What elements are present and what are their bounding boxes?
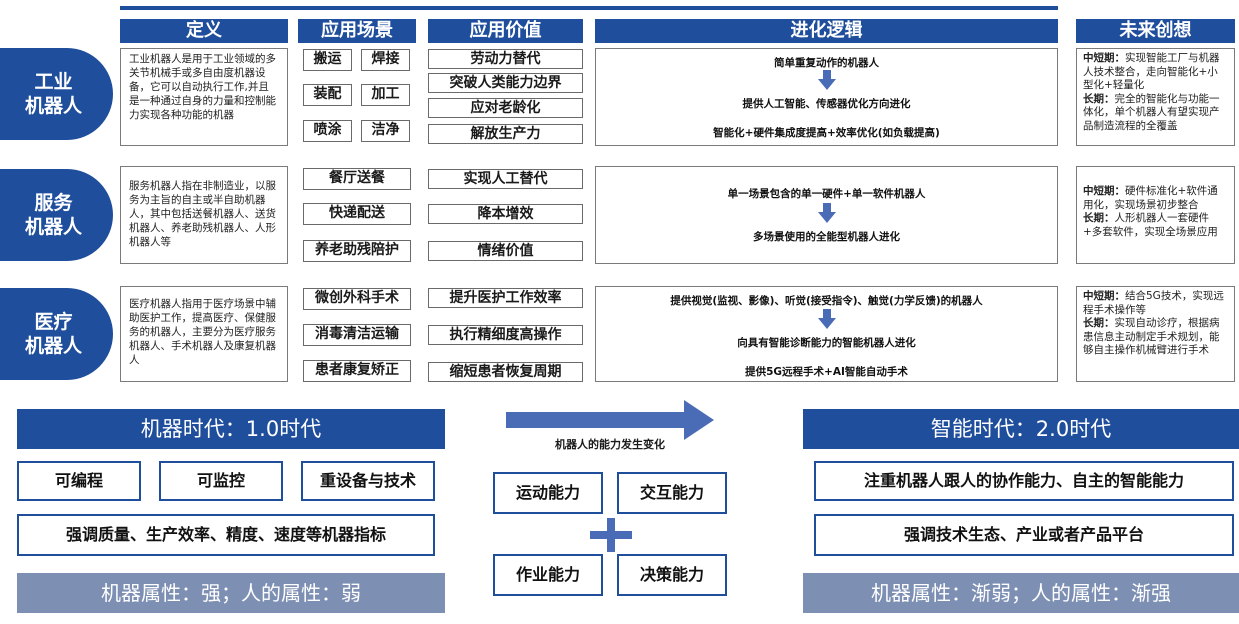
evolution-step: 多场景使用的全能型机器人进化 bbox=[753, 231, 900, 243]
short-term-label: 中短期： bbox=[1083, 52, 1125, 64]
down-arrow-icon bbox=[818, 70, 836, 90]
ability-box: 决策能力 bbox=[617, 554, 727, 596]
long-term-text: 人形机器人一套硬件+多套软件，实现全场景应用 bbox=[1083, 212, 1218, 238]
category-medical: 医疗 机器人 bbox=[0, 288, 113, 380]
value-cell: 情绪价值 bbox=[428, 241, 583, 261]
future-industrial: 中短期：实现智能工厂与机器人技术整合，走向智能化+小型化+轻量化 长期：完全的智… bbox=[1076, 48, 1235, 146]
down-arrow-icon bbox=[818, 309, 836, 329]
header-definition: 定义 bbox=[120, 19, 288, 43]
header-evolution: 进化逻辑 bbox=[595, 19, 1058, 43]
value-cell: 缩短患者恢复周期 bbox=[428, 362, 583, 382]
header-future: 未来创想 bbox=[1076, 19, 1235, 43]
category-industrial-label: 工业 机器人 bbox=[24, 71, 82, 117]
evolution-step: 提供人工智能、传感器优化方向进化 bbox=[742, 98, 911, 110]
header-value: 应用价值 bbox=[428, 19, 583, 43]
long-term-text: 实现自动诊疗，根据病患信息主动制定手术规划，能够自主操作机械臂进行手术 bbox=[1083, 317, 1220, 356]
era2-point: 注重机器人跟人的协作能力、自主的智能能力 bbox=[814, 461, 1234, 501]
short-term-label: 中短期： bbox=[1083, 185, 1125, 197]
ability-box: 运动能力 bbox=[493, 472, 603, 514]
scenario-cell: 加工 bbox=[361, 84, 410, 106]
future-medical: 中短期：结合5G技术，实现远程手术操作等 长期：实现自动诊疗，根据病患信息主动制… bbox=[1076, 286, 1235, 382]
scenario-cell: 快递配送 bbox=[303, 203, 411, 225]
top-rule bbox=[120, 6, 1058, 10]
evolution-step: 智能化+硬件集成度提高+效率优化(如负载提高) bbox=[713, 127, 940, 139]
category-industrial: 工业 机器人 bbox=[0, 48, 113, 140]
era1-feature: 可监控 bbox=[159, 461, 283, 501]
evolution-step: 简单重复动作的机器人 bbox=[774, 57, 879, 69]
plus-icon bbox=[590, 518, 632, 552]
change-label: 机器人的能力发生变化 bbox=[555, 438, 665, 451]
ability-box: 作业能力 bbox=[493, 554, 603, 596]
evolution-step: 提供5G远程手术+AI智能自动手术 bbox=[745, 366, 908, 378]
short-term-text: 实现智能工厂与机器人技术整合，走向智能化+小型化+轻量化 bbox=[1083, 52, 1220, 91]
long-term-text: 完全的智能化与功能一体化，单个机器人有望实现产品制造流程的全覆盖 bbox=[1083, 92, 1220, 132]
long-term-label: 长期： bbox=[1083, 92, 1115, 105]
short-term-text: 硬件标准化+软件通用化，实现场景初步整合 bbox=[1083, 185, 1218, 211]
scenario-cell: 搬运 bbox=[303, 49, 352, 71]
future-service: 中短期：硬件标准化+软件通用化，实现场景初步整合 长期：人形机器人一套硬件+多套… bbox=[1076, 166, 1235, 264]
era1-banner: 机器时代：1.0时代 bbox=[17, 409, 445, 449]
scenario-cell: 微创外科手术 bbox=[303, 288, 411, 310]
value-cell: 应对老龄化 bbox=[428, 98, 583, 118]
value-cell: 解放生产力 bbox=[428, 124, 583, 144]
scenario-cell: 焊接 bbox=[361, 49, 410, 71]
era2-banner: 智能时代：2.0时代 bbox=[803, 409, 1239, 449]
scenario-cell: 消毒清洁运输 bbox=[303, 324, 411, 346]
era1-feature: 可编程 bbox=[17, 461, 141, 501]
definition-industrial: 工业机器人是用于工业领域的多关节机械手或多自由度机器设备，它可以自动执行工作,并… bbox=[120, 48, 288, 146]
evolution-step: 提供视觉(监视、影像)、听觉(接受指令)、触觉(力学反馈)的机器人 bbox=[670, 295, 983, 307]
evolution-medical: 提供视觉(监视、影像)、听觉(接受指令)、触觉(力学反馈)的机器人 向具有智能诊… bbox=[595, 286, 1058, 382]
era2-point: 强调技术生态、产业或者产品平台 bbox=[814, 514, 1234, 556]
long-term-label: 长期： bbox=[1083, 212, 1115, 224]
evolution-step: 单一场景包含的单一硬件+单一软件机器人 bbox=[727, 188, 926, 200]
value-cell: 劳动力替代 bbox=[428, 49, 583, 69]
evolution-industrial: 简单重复动作的机器人 提供人工智能、传感器优化方向进化 智能化+硬件集成度提高+… bbox=[595, 48, 1058, 146]
scenario-cell: 洁净 bbox=[361, 120, 410, 142]
scenario-cell: 餐厅送餐 bbox=[303, 168, 411, 190]
ability-box: 交互能力 bbox=[617, 472, 727, 514]
long-term-label: 长期： bbox=[1083, 317, 1115, 329]
header-scenarios: 应用场景 bbox=[298, 19, 416, 43]
era1-metric: 强调质量、生产效率、精度、速度等机器指标 bbox=[17, 514, 435, 556]
scenario-cell: 养老助残陪护 bbox=[303, 240, 411, 262]
era2-attribute: 机器属性：渐弱；人的属性：渐强 bbox=[803, 573, 1239, 613]
scenario-cell: 患者康复矫正 bbox=[303, 360, 411, 382]
value-cell: 突破人类能力边界 bbox=[428, 73, 583, 93]
value-cell: 执行精细度高操作 bbox=[428, 325, 583, 345]
definition-service: 服务机器人指在非制造业，以服务为主旨的自主或半自助机器人，其中包括送餐机器人、送… bbox=[120, 166, 288, 264]
value-cell: 提升医护工作效率 bbox=[428, 288, 583, 308]
scenario-cell: 喷涂 bbox=[303, 120, 352, 142]
category-service: 服务 机器人 bbox=[0, 169, 113, 261]
value-cell: 降本增效 bbox=[428, 204, 583, 224]
category-medical-label: 医疗 机器人 bbox=[24, 311, 82, 357]
evolution-step: 向具有智能诊断能力的智能机器人进化 bbox=[737, 337, 916, 349]
era1-feature: 重设备与技术 bbox=[301, 461, 435, 501]
evolution-service: 单一场景包含的单一硬件+单一软件机器人 多场景使用的全能型机器人进化 bbox=[595, 166, 1058, 264]
scenario-cell: 装配 bbox=[303, 84, 352, 106]
short-term-label: 中短期： bbox=[1083, 290, 1125, 302]
category-service-label: 服务 机器人 bbox=[24, 192, 82, 238]
right-arrow-icon bbox=[506, 400, 714, 440]
down-arrow-icon bbox=[818, 203, 836, 223]
value-cell: 实现人工替代 bbox=[428, 169, 583, 189]
short-term-text: 结合5G技术，实现远程手术操作等 bbox=[1083, 290, 1224, 316]
era1-attribute: 机器属性：强；人的属性：弱 bbox=[17, 573, 445, 613]
definition-medical: 医疗机器人指用于医疗场景中辅助医护工作，提高医疗、保健服务的机器人，主要分为医疗… bbox=[120, 286, 288, 382]
